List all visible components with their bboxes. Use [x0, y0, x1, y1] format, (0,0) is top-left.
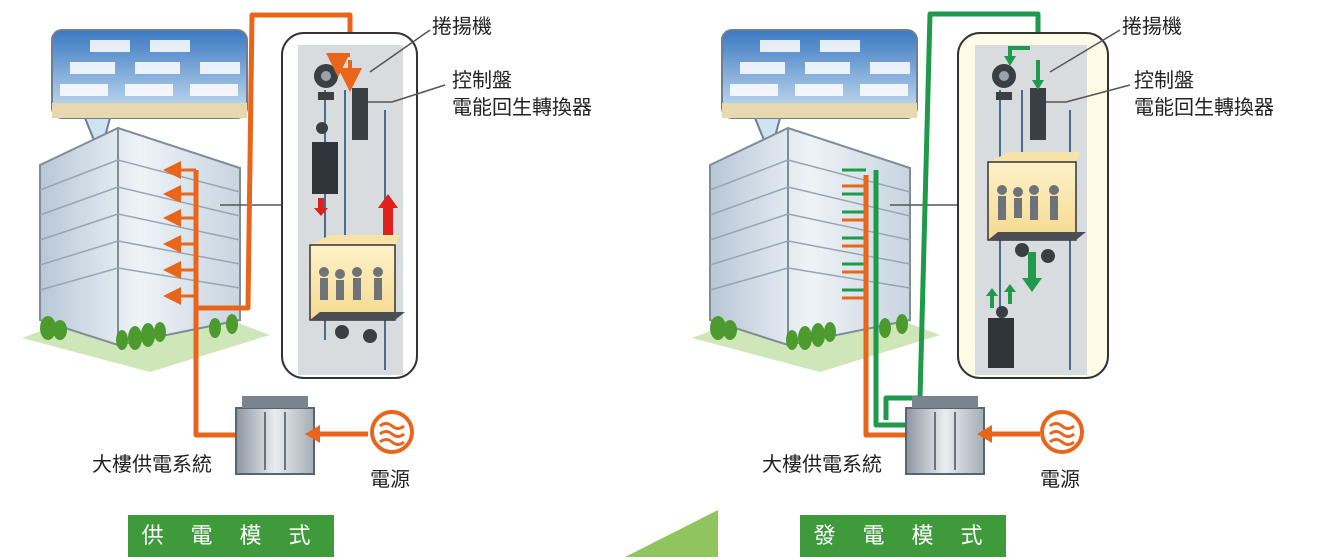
- tree-icon: [40, 314, 238, 350]
- elevator-shaft-panel: [957, 32, 1109, 379]
- office-ceiling-view: [721, 29, 918, 159]
- building-icon: [709, 126, 911, 347]
- building-power-label: 大樓供電系統: [762, 452, 882, 476]
- transformer-icon: [905, 396, 985, 475]
- floor-supply-arrows: [163, 161, 196, 305]
- power-source-icon: [1040, 410, 1084, 454]
- elevator-car-icon: [987, 152, 1086, 263]
- elevator-shaft-panel: [281, 32, 418, 379]
- hoist-motor-icon: [992, 64, 1016, 100]
- tree-icon: [710, 314, 908, 350]
- supply-mode-banner: 供 電 模 式: [128, 515, 334, 557]
- transformer-icon: [235, 396, 315, 475]
- building-power-label: 大樓供電系統: [92, 452, 212, 476]
- power-source-label: 電源: [1040, 467, 1080, 491]
- supply-flow-path: [193, 12, 353, 438]
- elevator-car-icon: [309, 235, 405, 343]
- regenerative-converter-label: 電能回生轉換器: [1134, 95, 1274, 119]
- building-icon: [39, 126, 241, 347]
- power-source-icon: [370, 410, 414, 454]
- control-panel-icon: [352, 88, 368, 140]
- generation-mode-banner: 發 電 模 式: [800, 515, 1006, 557]
- hoist-label: 捲揚機: [432, 14, 492, 38]
- control-panel-label: 控制盤: [452, 68, 512, 92]
- left-panel: [22, 12, 446, 475]
- transition-wedge: [625, 510, 718, 557]
- floor-supply-arrows: [842, 168, 866, 300]
- hoist-label: 捲揚機: [1122, 14, 1182, 38]
- counterweight-icon: [312, 122, 338, 194]
- counterweight-down-arrow: [314, 198, 328, 216]
- supply-flow-path: [863, 11, 1041, 438]
- control-panel-icon: [1030, 88, 1046, 140]
- regenerative-converter-label: 電能回生轉換器: [452, 95, 592, 119]
- office-ceiling-view: [51, 29, 248, 159]
- car-down-arrow: [1022, 252, 1042, 292]
- control-panel-label: 控制盤: [1134, 68, 1194, 92]
- right-panel: [692, 11, 1131, 475]
- power-source-label: 電源: [370, 467, 410, 491]
- counterweight-icon: [988, 306, 1014, 368]
- car-up-arrow: [378, 194, 398, 238]
